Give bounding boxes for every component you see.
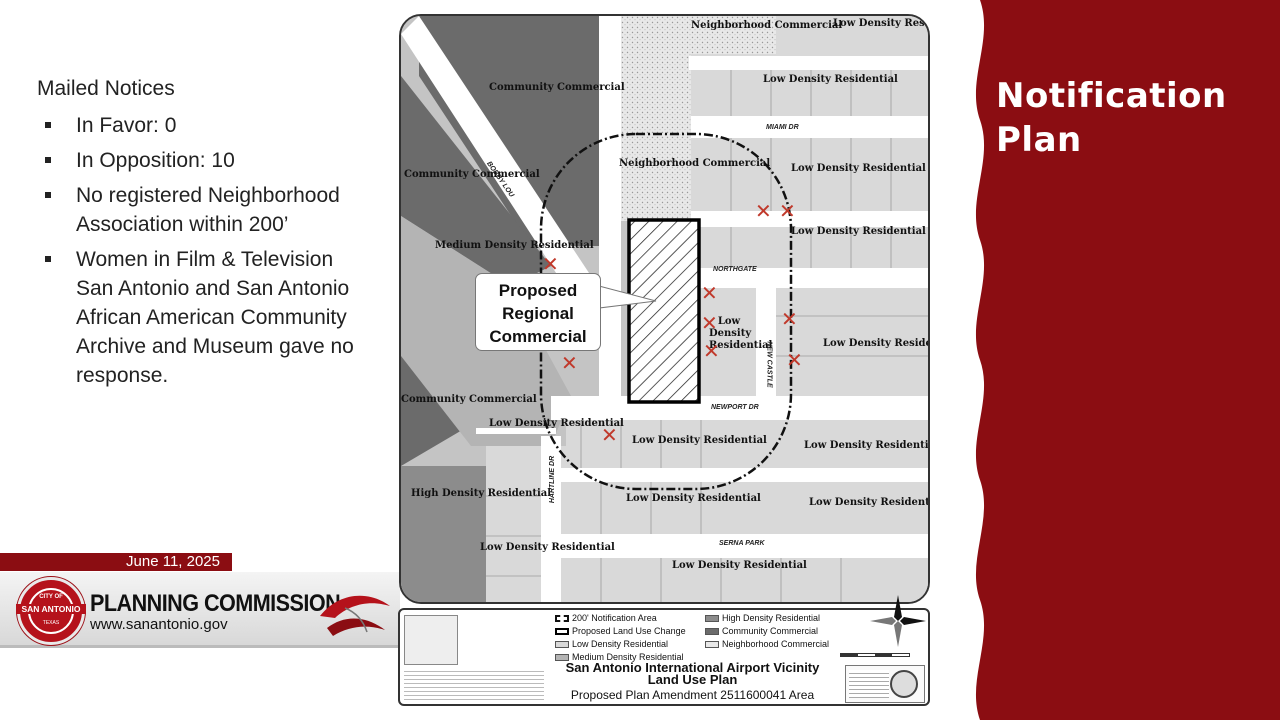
legend-swatch [555,641,569,649]
zone-label: Neighborhood Commercial [691,20,843,31]
flourish-icon [320,595,390,636]
zone-label: Low Density Residential [763,74,898,85]
list-item: No registered Neighborhood Association w… [37,181,357,239]
street-label: NEW CASTLE [765,341,773,388]
zone-label: Medium Density Residential [435,240,594,251]
zone-label: Neighborhood Commercial [619,158,771,169]
department-logo [845,665,925,703]
seal-main-text: SAN ANTONIO [16,604,86,614]
zone-label: Low Density Residential [833,18,929,29]
zone-label: Low Density Residential [480,542,615,553]
website-link[interactable]: www.sanantonio.gov [90,616,228,633]
zone-label: High Density Residential [411,488,552,499]
bullet-icon [45,122,51,128]
date-bar: June 11, 2025 [0,553,232,571]
zone-label: Community Commercial [401,394,537,405]
opposition-marker-icon: ✕ [601,425,618,447]
zone-label: Low Density Residential [809,497,930,508]
zone-label: Low Density Residential [626,493,761,504]
street-label: NORTHGATE [713,266,757,273]
legend-swatch [555,615,569,623]
map-title: San Antonio International Airport Vicini… [565,660,820,687]
zone-label: Low Density Residential [823,338,928,349]
zone-label: Low Density Residential [632,435,767,446]
title-panel [960,0,1280,720]
list-item: Women in Film & Television San Antonio a… [37,245,357,390]
list-item: In Favor: 0 [37,111,357,140]
zone-label: Community Commercial [404,169,540,180]
list-item-text: In Opposition: 10 [76,149,235,172]
street-label: HARTLINE DR [549,455,557,504]
land-use-map: Proposed Regional Commercial Neighborhoo… [399,14,930,604]
opposition-marker-icon: ✕ [779,201,796,223]
legend-entry: Neighborhood Commercial [705,639,829,649]
inset-map [404,615,458,665]
opposition-marker-icon: ✕ [786,350,803,372]
slide-title: Notification Plan [996,76,1227,160]
fine-print-block [404,668,544,702]
legend-swatch [705,641,719,649]
opposition-marker-icon: ✕ [561,353,578,375]
notices-list: In Favor: 0 In Opposition: 10 No registe… [37,111,357,390]
scale-bar [840,653,910,657]
meeting-date: June 11, 2025 [126,553,220,570]
opposition-marker-icon: ✕ [755,201,772,223]
zone-label: Low Density Residential [709,316,773,351]
street-label: NEWPORT DR [711,404,759,411]
zone-label: Low Density Residential [489,418,624,429]
legend-entry: Community Commercial [705,626,818,636]
seal-top-text: CITY OF [39,594,63,600]
legend-swatch [555,628,569,636]
bullet-icon [45,192,51,198]
list-item-text: Women in Film & Television San Antonio a… [76,248,354,387]
street-label: SERNA PARK [719,540,765,547]
legend-swatch [705,615,719,623]
zone-label: Low Density Residential [791,163,926,174]
zone-label: Low Density Residential [791,226,926,237]
legend-swatch [705,628,719,636]
seal-icon [890,670,918,698]
commission-name: PLANNING COMMISSION [90,590,341,617]
legend-entry: Medium Density Residential [555,652,684,662]
street-label: MIAMI DR [766,124,799,131]
opposition-marker-icon: ✕ [542,254,559,276]
bullet-icon [45,256,51,262]
notices-heading: Mailed Notices [37,77,175,100]
bullet-icon [45,157,51,163]
opposition-marker-icon: ✕ [701,283,718,305]
north-arrow-icon [870,595,926,647]
legend-entry: Low Density Residential [555,639,668,649]
zone-label: Low Density Residential [672,560,807,571]
legend-entry: 200' Notification Area [555,613,657,623]
legend-swatch [555,654,569,662]
zone-label: Low Density Residential [804,440,930,451]
map-subtitle: Proposed Plan Amendment 2511600041 Area [570,688,815,702]
list-item-text: No registered Neighborhood Association w… [76,184,340,236]
opposition-marker-icon: ✕ [701,313,718,335]
list-item: In Opposition: 10 [37,146,357,175]
legend-entry: High Density Residential [705,613,820,623]
opposition-marker-icon: ✕ [703,341,720,363]
wavy-panel-shape [975,0,1280,720]
map-legend: 200' Notification Area Proposed Land Use… [398,608,930,706]
opposition-marker-icon: ✕ [781,309,798,331]
mailed-notices: Mailed Notices In Favor: 0 In Opposition… [37,76,357,396]
city-seal-logo: CITY OF SAN ANTONIO TEXAS [16,577,86,645]
seal-bottom-text: TEXAS [42,620,60,626]
legend-entry: Proposed Land Use Change [555,626,686,636]
proposed-change-callout: Proposed Regional Commercial [475,273,601,351]
zone-label: Community Commercial [489,82,625,93]
list-item-text: In Favor: 0 [76,114,177,137]
